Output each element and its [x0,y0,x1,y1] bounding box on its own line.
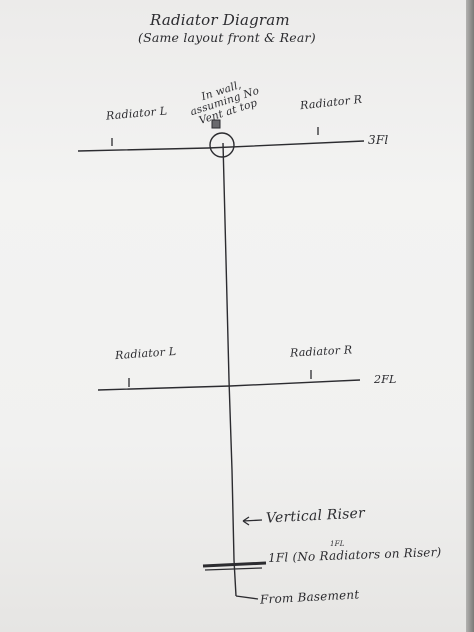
basement-connector [235,595,259,600]
diagram-title: Radiator Diagram [150,11,290,29]
vertical-riser [222,142,237,597]
vent-box [211,119,221,129]
floor1-line [202,561,267,568]
paper-edge-shadow [466,0,474,632]
riser-top-circle [209,132,235,158]
floor3-label: 3Fl [368,133,389,147]
floor2-branch-line [97,379,361,391]
diagram-subtitle: (Same layout front & Rear) [138,30,316,45]
floor1-line-lower [204,567,263,571]
floor2-label: 2FL [374,373,397,386]
floor3-branch-line [77,140,365,152]
floor1-superscript: 1FL [330,540,345,548]
riser-arrow [242,516,263,526]
